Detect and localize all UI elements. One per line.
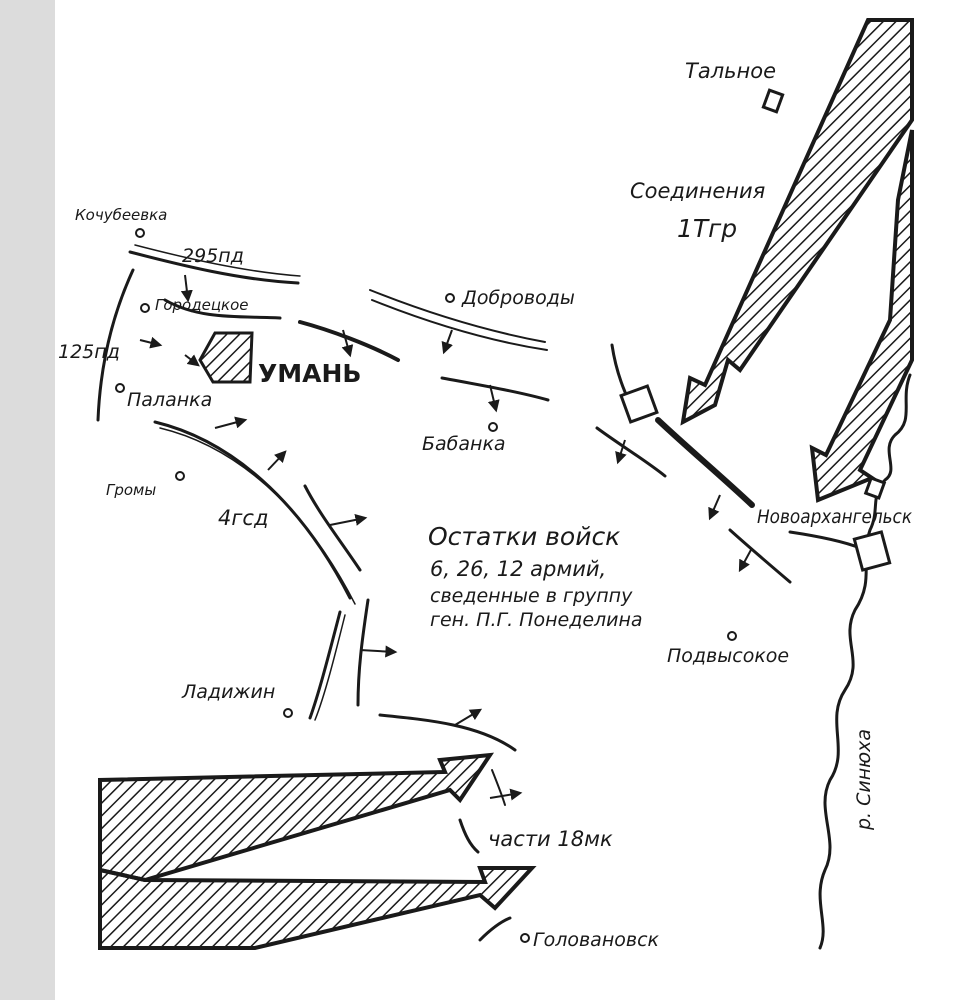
label-gorodetskoe: Городецкое (155, 296, 249, 314)
label-125pd: 125пд (58, 341, 120, 363)
arrow-18mk-upper (98, 752, 495, 883)
label-kochubeevka: Кочубеевка (75, 206, 167, 224)
label-novoarkhangelsk: Новоархангельск (757, 506, 912, 528)
label-encircled-1: Остатки войск (428, 522, 620, 551)
label-palanka: Паланка (127, 389, 212, 411)
label-podvysokoe: Подвысокое (667, 645, 789, 667)
small-arrows (139, 274, 753, 801)
uman-city-symbol (198, 331, 254, 384)
label-river-sinyukha: р. Синюха (853, 729, 875, 831)
label-dobrovody: Доброводы (461, 287, 575, 309)
arrow-18mk-lower (98, 866, 537, 950)
label-ladyzhin: Ладижин (181, 681, 275, 703)
label-encircled-3: сведенные в группу (430, 585, 633, 607)
label-295pd: 295пд (182, 245, 244, 267)
label-encircled-2: 6, 26, 12 армий, (430, 557, 606, 581)
settlement-markers (115, 228, 737, 943)
label-talnoe: Тальное (685, 59, 776, 83)
label-encircled-4: ген. П.Г. Понеделина (430, 609, 643, 631)
scan-margin (0, 0, 55, 1000)
label-golovanovsk: Головановск (533, 929, 660, 951)
label-4gsd: 4гсд (218, 506, 268, 530)
label-18mk: части 18мк (488, 827, 613, 851)
front-lines (96, 244, 862, 942)
hq-symbols (619, 88, 892, 572)
label-gromy: Громы (106, 481, 156, 499)
label-group1-b: 1Тгр (677, 214, 737, 243)
river-sinyukha (818, 373, 912, 950)
label-babanka: Бабанка (422, 433, 506, 455)
label-uman: УМАНЬ (258, 359, 361, 388)
label-group1-a: Соединения (630, 179, 765, 203)
arrow-panzer-group-1 (680, 18, 914, 426)
arrow-panzer-group-2 (809, 129, 914, 503)
